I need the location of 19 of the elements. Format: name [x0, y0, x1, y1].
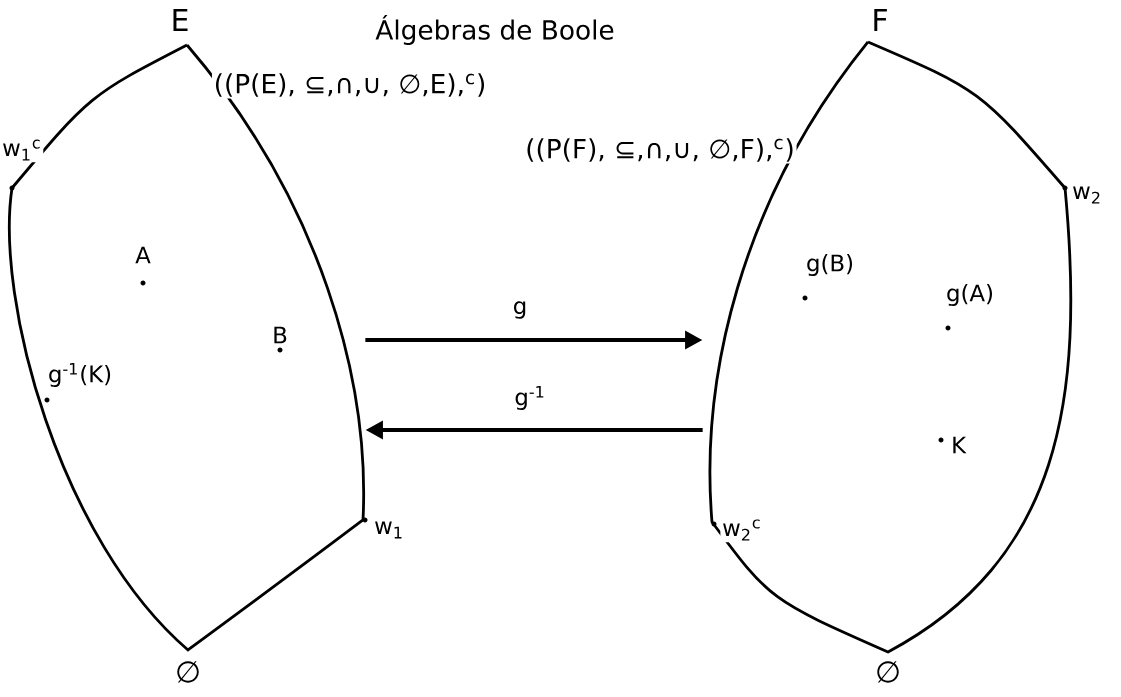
point-label: g$^{-1}$(K)	[46, 361, 114, 389]
point-label: w$_{1}$c	[0, 137, 44, 163]
edge-label: g	[514, 301, 526, 319]
point-label: w$_{1}$	[372, 519, 406, 541]
point-label: g(A)	[944, 282, 996, 308]
point-label: A	[133, 244, 153, 266]
node-label: ∅	[877, 661, 899, 683]
point-label: B	[270, 324, 290, 346]
point-label: w$_{2}$	[1070, 184, 1104, 206]
edge-label: g$^{-1}$	[515, 385, 544, 410]
node-label: E	[173, 9, 188, 31]
title: Álgebras de Boole	[375, 15, 614, 45]
formula: ((P(F), ⊆,∩,∪, ∅,F),$^{c}$)	[523, 136, 797, 164]
node-label: ∅	[177, 661, 199, 683]
node-label: F	[874, 9, 887, 31]
point-label: w$_{2}$c	[720, 517, 764, 543]
point-label: g(B)	[804, 252, 856, 278]
point-label: K	[949, 434, 968, 456]
formula: ((P(E), ⊆,∩,∪, ∅,E),$^{c}$)	[211, 71, 489, 99]
